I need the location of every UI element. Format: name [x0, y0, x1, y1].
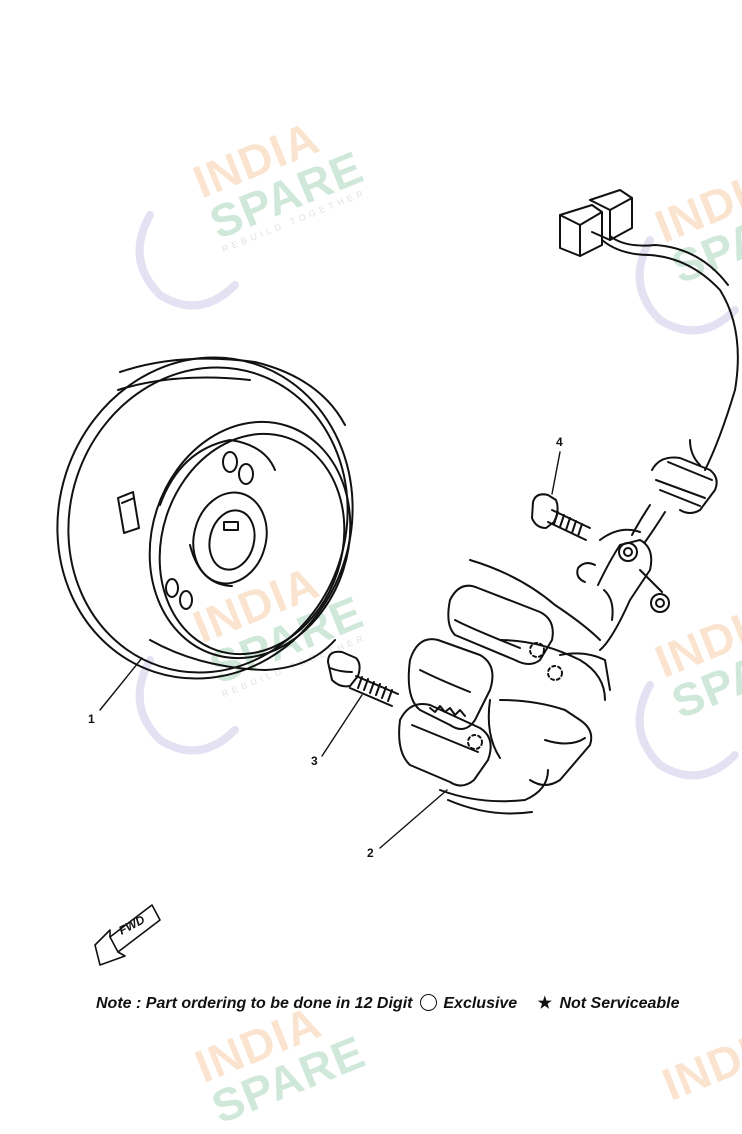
pulser-bracket-part: [576, 528, 670, 651]
note-prefix: Note : Part ordering to be done in 12 Di…: [96, 995, 413, 1012]
star-icon: ★: [537, 995, 552, 1012]
callout-number-1: 1: [88, 712, 95, 726]
note-exclusive: Exclusive: [443, 995, 518, 1012]
ordering-note: Note : Part ordering to be done in 12 Di…: [96, 993, 742, 1013]
note-not-serviceable: Not Serviceable: [559, 995, 680, 1012]
callout-number-3: 3: [311, 754, 318, 768]
stator-part: [398, 559, 611, 815]
watermark-wrench-icon: [135, 211, 739, 780]
screw-part-3: [327, 650, 399, 707]
wire-harness-part: [559, 189, 739, 543]
circle-exclusive-icon: [419, 994, 437, 1011]
screw-part-4: [531, 493, 591, 541]
exploded-parts-diagram: [56, 189, 739, 966]
fwd-arrow-icon: [94, 904, 161, 966]
callout-number-2: 2: [367, 846, 374, 860]
callout-number-4: 4: [556, 435, 563, 449]
flywheel-rotor-part: [56, 356, 354, 680]
leader-lines: [99, 451, 561, 849]
